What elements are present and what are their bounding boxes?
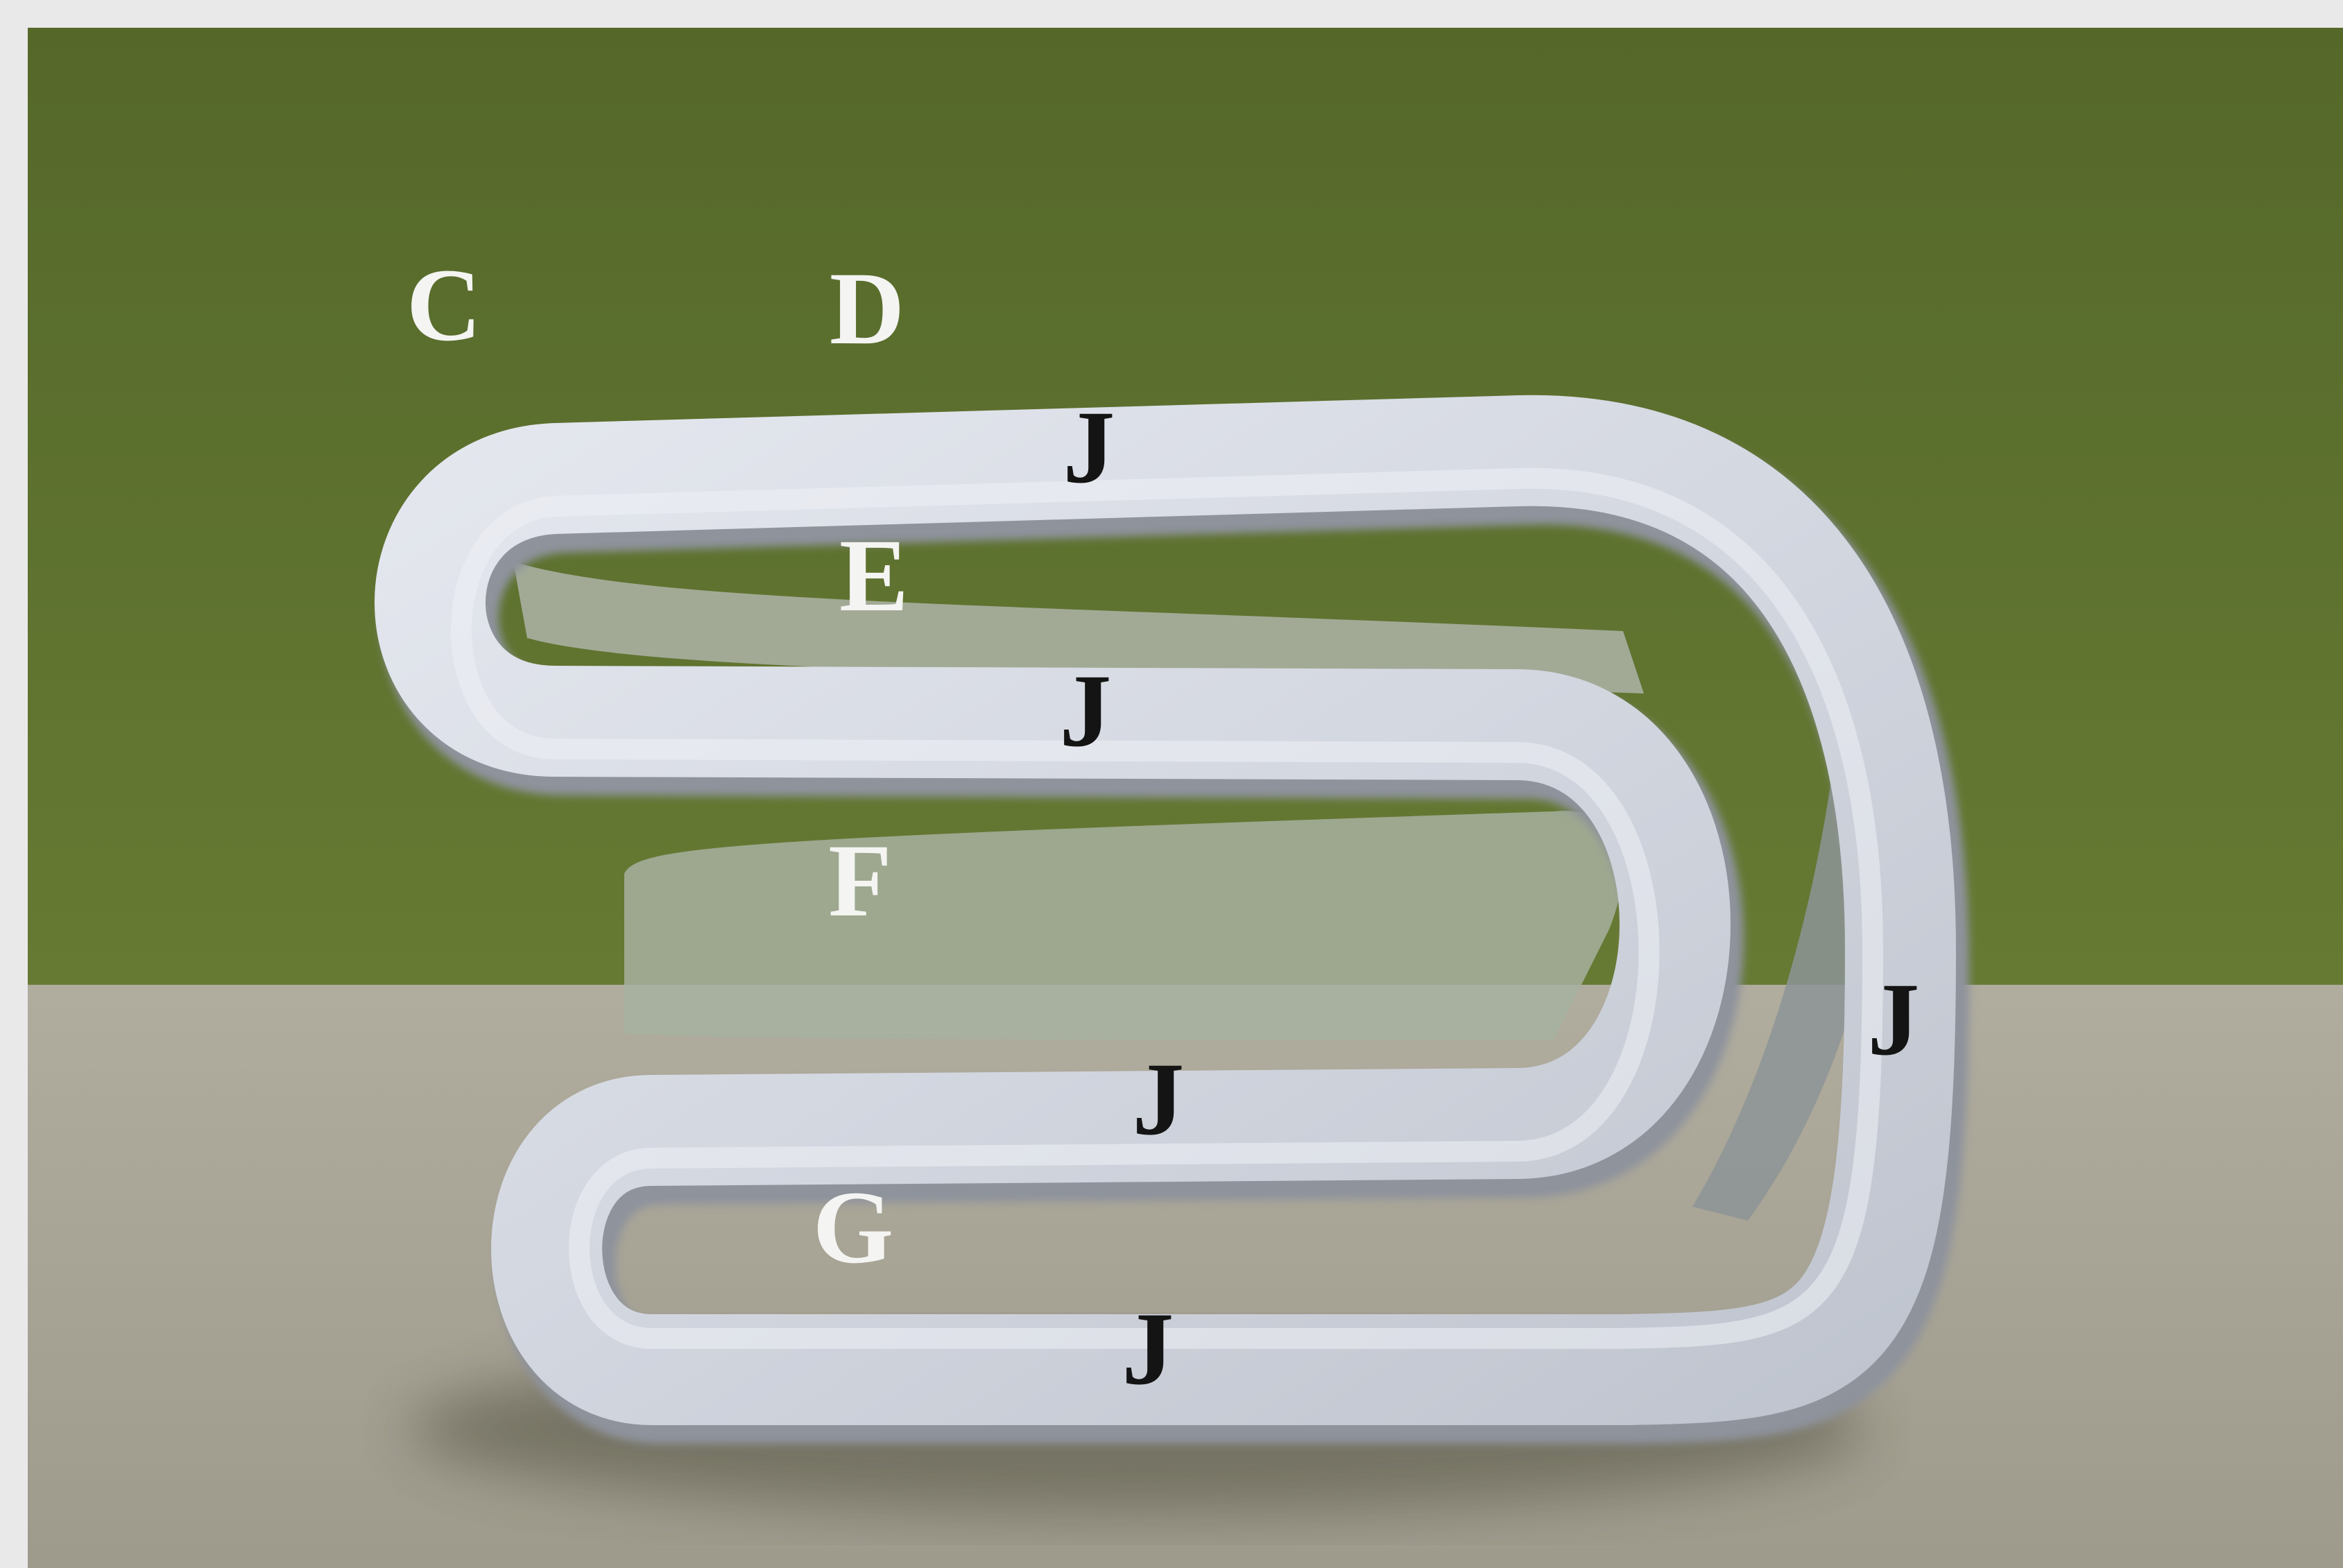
label-j-top: J (1063, 395, 1115, 499)
photo-figure: C D E F G J J J J J (28, 28, 2343, 1568)
label-j-middle: J (1060, 659, 1112, 763)
label-e: E (839, 524, 909, 628)
label-d: D (830, 257, 904, 361)
label-f: F (828, 829, 892, 933)
label-j-right: J (1868, 967, 1920, 1071)
label-j-bottom: J (1122, 1297, 1174, 1401)
label-j-lower: J (1133, 1047, 1185, 1151)
label-c: C (406, 253, 481, 357)
label-g: G (813, 1175, 894, 1280)
